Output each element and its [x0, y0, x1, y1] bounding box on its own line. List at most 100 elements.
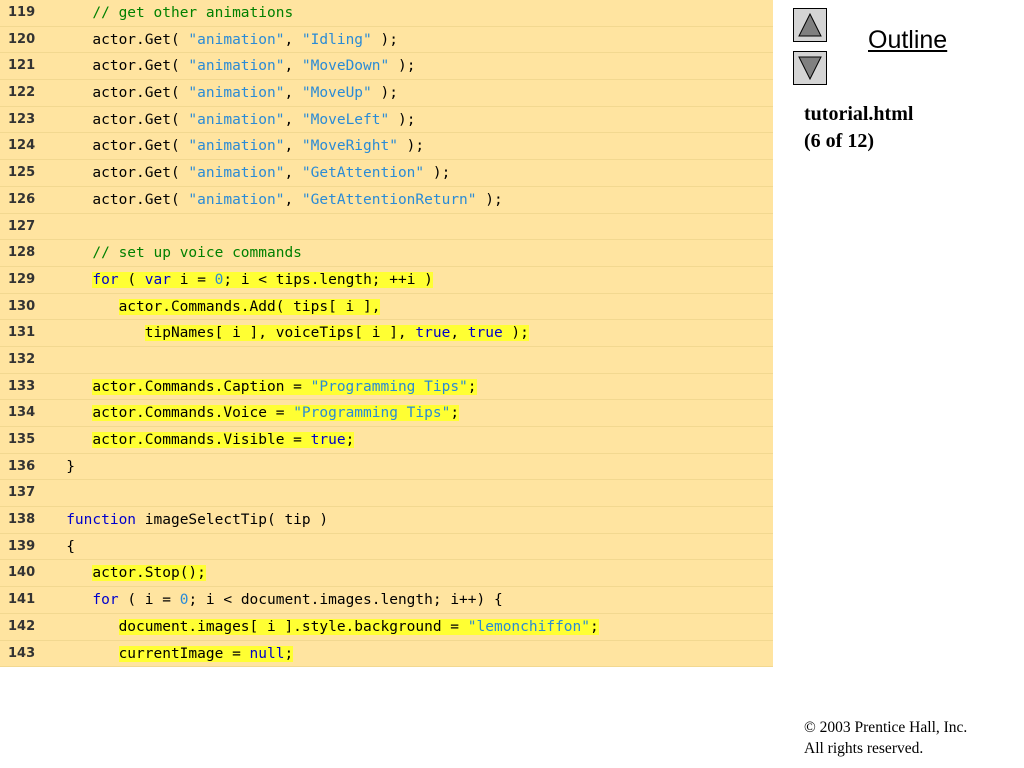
code-line: 139 { — [0, 534, 773, 561]
code-text: // get other animations — [40, 0, 293, 26]
code-token: , — [284, 138, 302, 155]
line-number: 121 — [8, 58, 36, 74]
code-text: actor.Commands.Voice = "Programming Tips… — [40, 400, 460, 426]
code-line: 137 — [0, 480, 773, 508]
code-string: "MoveDown" — [301, 58, 390, 75]
code-token: } — [66, 458, 75, 475]
code-keyword: true — [467, 325, 503, 342]
line-number: 125 — [8, 165, 36, 181]
code-line: 133 actor.Commands.Caption = "Programmin… — [0, 374, 773, 401]
code-token: actor.Commands.Visible = — [92, 432, 311, 448]
code-text: document.images[ i ].style.background = … — [40, 614, 599, 640]
code-statement: actor.Commands.Visible = true; — [92, 432, 355, 448]
code-token: currentImage = — [118, 645, 250, 662]
code-indent — [40, 32, 92, 48]
code-indent — [40, 5, 92, 21]
code-token: actor.Commands.Voice = — [92, 405, 294, 422]
code-line: 142 document.images[ i ].style.backgroun… — [0, 614, 773, 641]
code-string: "Programming Tips" — [293, 405, 451, 422]
code-text: } — [40, 454, 75, 480]
code-token: , — [284, 58, 302, 75]
code-keyword: for — [92, 271, 119, 288]
line-number: 130 — [8, 298, 36, 314]
code-indent — [40, 405, 92, 421]
line-number: 131 — [8, 325, 36, 341]
code-line: 135 actor.Commands.Visible = true; — [0, 427, 773, 454]
code-token: ); — [397, 138, 425, 155]
code-text: // set up voice commands — [40, 240, 302, 266]
line-number: 127 — [8, 218, 36, 234]
code-statement: document.images[ i ].style.background = … — [118, 618, 599, 635]
code-indent — [40, 646, 119, 662]
code-statement: actor.Stop(); — [92, 565, 206, 582]
outline-link[interactable]: Outline — [868, 26, 948, 54]
code-indent — [40, 619, 119, 635]
code-text: actor.Commands.Caption = "Programming Ti… — [40, 374, 477, 400]
code-token: , — [284, 191, 302, 208]
line-number: 132 — [8, 351, 36, 367]
code-token: tipNames[ i ], voiceTips[ i ], — [144, 325, 416, 342]
line-number: 137 — [8, 485, 36, 501]
code-keyword: null — [249, 645, 285, 662]
code-string: "GetAttentionReturn" — [301, 191, 477, 208]
code-token: ); — [371, 85, 398, 102]
line-number: 120 — [8, 31, 36, 47]
code-token: ; — [590, 618, 599, 635]
code-line: 128 // set up voice commands — [0, 240, 773, 267]
line-number: 136 — [8, 458, 36, 474]
code-string: "Programming Tips" — [310, 378, 468, 395]
code-number: 0 — [179, 592, 189, 609]
code-token: document.images[ i ].style.background = — [118, 618, 468, 635]
code-text: actor.Get( "animation", "MoveDown" ); — [40, 53, 415, 79]
code-line: 124 actor.Get( "animation", "MoveRight" … — [0, 133, 773, 161]
code-indent — [40, 565, 92, 581]
code-token: ; — [467, 378, 477, 395]
page-info: (6 of 12) — [804, 130, 874, 152]
code-string: "MoveRight" — [301, 138, 398, 155]
code-statement: for ( i = 0; i < document.images.length;… — [92, 592, 502, 608]
rights-line: All rights reserved. — [804, 740, 924, 757]
code-token: actor.Get( — [92, 191, 189, 208]
code-keyword: true — [415, 325, 451, 342]
code-token: , — [284, 111, 302, 128]
code-token: ); — [389, 58, 416, 75]
triangle-down-icon — [798, 56, 822, 81]
code-token: ; i < tips.length; ++i ) — [223, 271, 433, 288]
code-token: actor.Commands.Caption = — [92, 378, 311, 395]
code-indent — [40, 459, 66, 475]
code-token: actor.Commands.Add( tips[ i ], — [118, 298, 381, 315]
code-statement: for ( var i = 0; i < tips.length; ++i ) — [92, 271, 433, 288]
code-statement: actor.Get( "animation", "Idling" ); — [92, 32, 398, 48]
code-comment: // get other animations — [92, 5, 294, 21]
line-number: 124 — [8, 138, 36, 154]
code-text: actor.Commands.Add( tips[ i ], — [40, 294, 381, 320]
code-keyword: for — [92, 592, 119, 609]
code-statement: actor.Get( "animation", "MoveDown" ); — [92, 58, 415, 74]
line-number: 122 — [8, 85, 36, 101]
code-token: , — [284, 165, 302, 182]
code-line: 120 actor.Get( "animation", "Idling" ); — [0, 27, 773, 54]
file-name: tutorial.html — [804, 103, 914, 125]
next-slide-button[interactable] — [793, 51, 827, 85]
code-token: actor.Get( — [92, 31, 189, 48]
code-statement: actor.Get( "animation", "MoveRight" ); — [92, 138, 424, 154]
code-token: ); — [476, 191, 503, 208]
code-line: 140 actor.Stop(); — [0, 560, 773, 588]
code-line: 141 for ( i = 0; i < document.images.len… — [0, 587, 773, 614]
copyright-line: © 2003 Prentice Hall, Inc. — [804, 719, 968, 736]
previous-slide-button[interactable] — [793, 8, 827, 42]
code-statement: actor.Get( "animation", "MoveLeft" ); — [92, 112, 415, 128]
code-indent — [40, 592, 92, 608]
code-indent — [40, 112, 92, 128]
line-number: 138 — [8, 512, 36, 528]
code-line: 131 tipNames[ i ], voiceTips[ i ], true,… — [0, 320, 773, 347]
line-number: 139 — [8, 538, 36, 554]
code-statement: actor.Get( "animation", "GetAttentionRet… — [92, 192, 502, 208]
code-keyword: function — [66, 512, 137, 529]
code-string: "MoveUp" — [301, 85, 372, 102]
code-text: actor.Get( "animation", "MoveLeft" ); — [40, 107, 415, 133]
code-text: actor.Get( "animation", "GetAttention" )… — [40, 160, 450, 186]
code-string: "animation" — [188, 138, 285, 155]
code-text: actor.Stop(); — [40, 560, 206, 586]
code-statement: { — [66, 539, 75, 555]
